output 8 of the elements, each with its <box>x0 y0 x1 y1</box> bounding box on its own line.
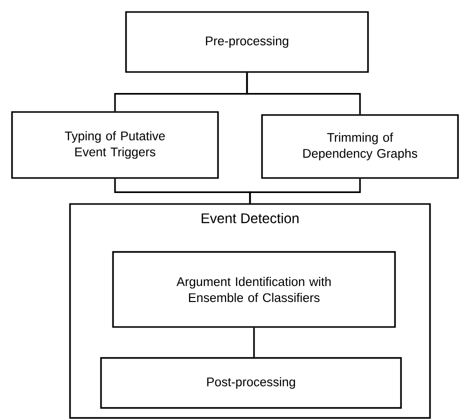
process-box: Trimming of Dependency Graphs <box>261 114 459 179</box>
process-box: Post-processing <box>100 357 402 409</box>
connector-line <box>249 178 361 204</box>
connector-line <box>246 72 361 114</box>
connector-line <box>253 328 255 358</box>
process-box: Argument Identification with Ensemble of Classifiers <box>112 251 396 328</box>
process-box: Typing of Putative Event Triggers <box>11 111 219 179</box>
process-box: Pre-processing <box>125 11 369 73</box>
